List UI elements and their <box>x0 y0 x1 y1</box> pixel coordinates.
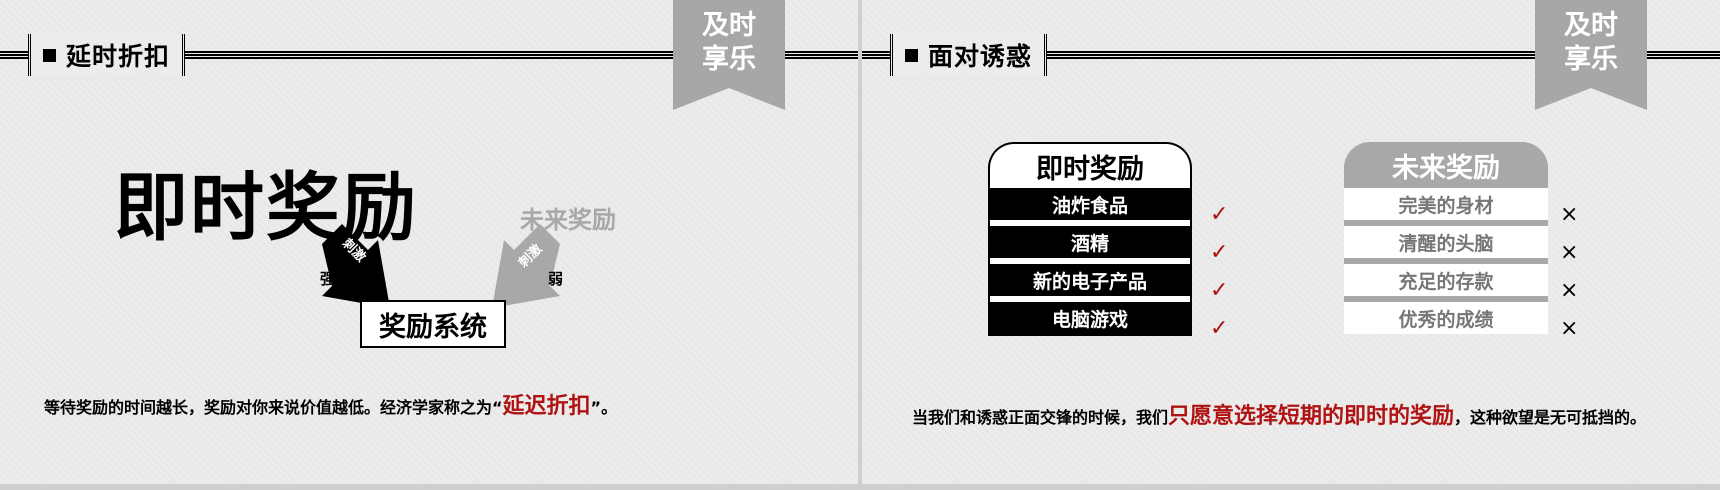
ribbon-line-2: 享乐 <box>702 44 756 75</box>
cross-marks: × × × × <box>1560 195 1590 347</box>
strong-label: 强 <box>320 270 336 288</box>
ribbon-line-1: 及时 <box>702 10 756 41</box>
desc-prefix: 等待奖励的时间越长，奖励对你来说价值越低。经济学家称之为“ <box>44 398 503 417</box>
description-text: 等待奖励的时间越长，奖励对你来说价值越低。经济学家称之为“延迟折扣”。 <box>44 388 617 420</box>
section-title-box: 面对诱惑 <box>890 34 1048 76</box>
desc-highlight: 只愿意选择短期的即时的奖励 <box>1168 404 1455 429</box>
instant-reward-card: 即时奖励 油炸食品 酒精 新的电子产品 电脑游戏 <box>988 142 1192 336</box>
card-title: 即时奖励 <box>988 142 1192 188</box>
cross-icon: × <box>1560 277 1579 303</box>
ribbon-badge: 及时 享乐 <box>1535 0 1647 110</box>
desc-suffix: ，这种欲望是无可抵挡的。 <box>1454 408 1647 427</box>
instant-reward-title: 即时奖励 <box>114 165 418 251</box>
square-bullet-icon <box>43 48 56 62</box>
black-arrow-icon: 刺激 <box>322 224 390 308</box>
card-items: 完美的身材 清醒的头脑 充足的存款 优秀的成绩 <box>1344 188 1548 334</box>
ribbon-line-1: 及时 <box>1564 10 1618 41</box>
weak-label: 弱 <box>548 270 564 288</box>
list-item: 酒精 <box>990 226 1190 258</box>
cross-icon: × <box>1560 315 1579 341</box>
section-title-box: 延时折扣 <box>28 34 186 76</box>
list-item: 充足的存款 <box>1344 264 1548 296</box>
description-text: 当我们和诱惑正面交锋的时候，我们只愿意选择短期的即时的奖励，这种欲望是无可抵挡的… <box>912 404 1672 431</box>
desc-suffix: ”。 <box>590 398 618 417</box>
list-item: 优秀的成绩 <box>1344 302 1548 334</box>
slide-facing-temptation: 面对诱惑 及时 享乐 即时奖励 油炸食品 酒精 新的电子产品 电脑游戏 ✓ ✓ … <box>862 0 1720 484</box>
stimulus-arrows: 刺激 刺激 <box>322 224 560 308</box>
check-marks: ✓ ✓ ✓ ✓ <box>1210 195 1240 347</box>
list-item: 完美的身材 <box>1344 188 1548 220</box>
list-item: 电脑游戏 <box>990 302 1190 334</box>
list-item: 清醒的头脑 <box>1344 226 1548 258</box>
check-icon: ✓ <box>1210 201 1229 227</box>
card-items: 油炸食品 酒精 新的电子产品 电脑游戏 <box>988 188 1192 336</box>
card-title: 未来奖励 <box>1344 142 1548 188</box>
cross-icon: × <box>1560 239 1579 265</box>
reward-system-box: 奖励系统 <box>360 300 506 348</box>
gray-arrow-icon: 刺激 <box>492 224 560 308</box>
ribbon-line-2: 享乐 <box>1564 44 1618 75</box>
check-icon: ✓ <box>1210 277 1229 303</box>
check-icon: ✓ <box>1210 315 1229 341</box>
desc-prefix: 当我们和诱惑正面交锋的时候，我们 <box>912 408 1169 427</box>
desc-highlight: 延迟折扣 <box>502 394 591 419</box>
header-rule <box>862 51 1720 59</box>
future-reward-card: 未来奖励 完美的身材 清醒的头脑 充足的存款 优秀的成绩 <box>1344 142 1548 334</box>
section-title: 延时折扣 <box>66 42 171 71</box>
section-title: 面对诱惑 <box>928 42 1033 71</box>
check-icon: ✓ <box>1210 239 1229 265</box>
header-rule <box>0 51 858 59</box>
list-item: 新的电子产品 <box>990 264 1190 296</box>
ribbon-badge: 及时 享乐 <box>673 0 785 110</box>
square-bullet-icon <box>905 48 918 62</box>
list-item: 油炸食品 <box>990 188 1190 220</box>
cross-icon: × <box>1560 201 1579 227</box>
slide-delay-discount: 延时折扣 及时 享乐 即时奖励 未来奖励 刺激 刺激 强 弱 奖励系统 等待奖励… <box>0 0 858 484</box>
